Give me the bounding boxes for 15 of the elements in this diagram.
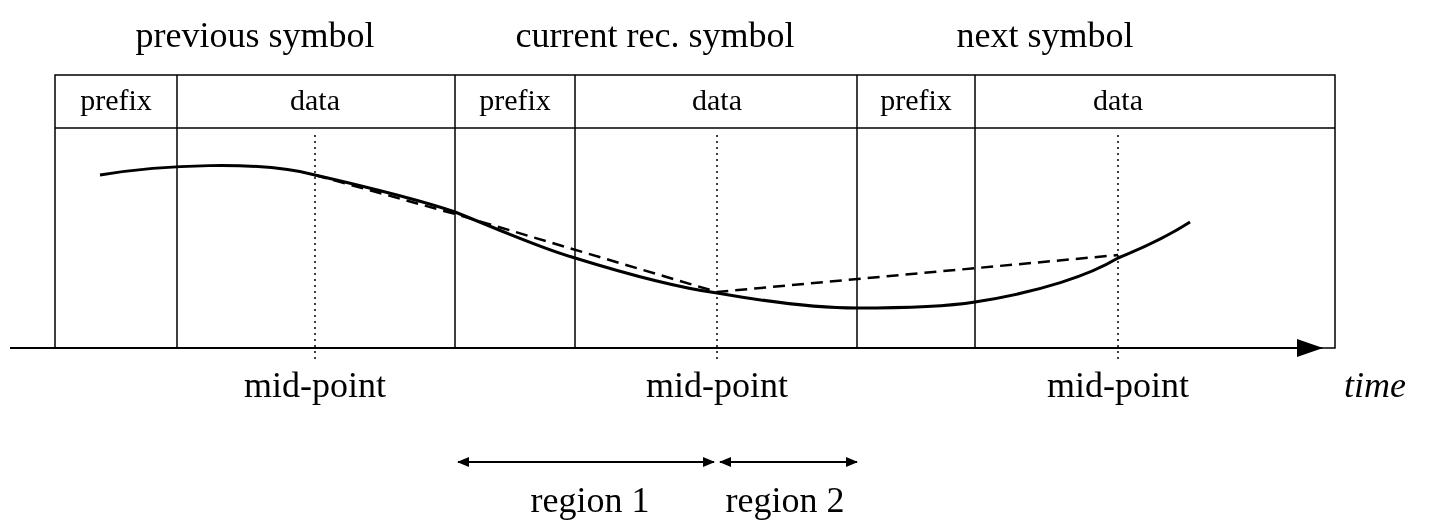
region-label: region 1 bbox=[530, 482, 650, 518]
region-label: region 2 bbox=[725, 482, 845, 518]
midpoint-label: mid-point bbox=[244, 367, 386, 403]
symbol-heading: previous symbol bbox=[135, 17, 375, 53]
axis-label: time bbox=[1344, 367, 1406, 403]
midpoint-label: mid-point bbox=[646, 367, 788, 403]
segment-label: prefix bbox=[880, 85, 952, 115]
symbol-heading: current rec. symbol bbox=[515, 17, 795, 53]
segment-label: data bbox=[290, 85, 340, 115]
midpoint-label: mid-point bbox=[1047, 367, 1189, 403]
symbol-heading: next symbol bbox=[956, 17, 1134, 53]
segment-label: prefix bbox=[479, 85, 551, 115]
segment-label: data bbox=[1093, 85, 1143, 115]
segment-label: prefix bbox=[80, 85, 152, 115]
segment-label: data bbox=[692, 85, 742, 115]
